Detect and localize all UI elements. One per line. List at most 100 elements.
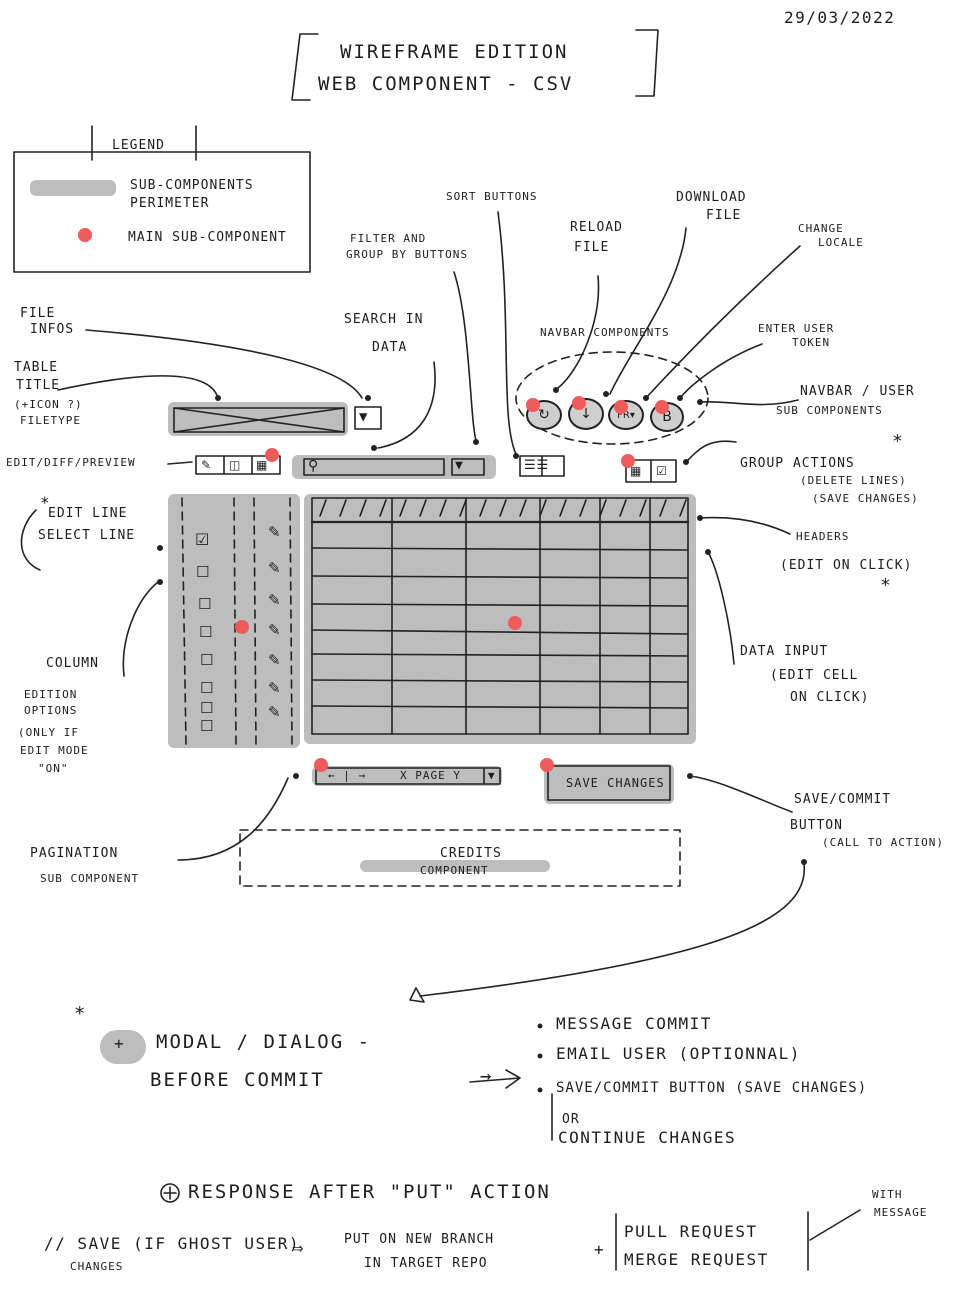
label-save-2: BUTTON: [790, 818, 843, 833]
checkbox-icon[interactable]: ☐: [200, 699, 215, 717]
note-pr-1: PULL REQUEST: [624, 1222, 758, 1241]
main-marker-edit-mode: [265, 448, 279, 462]
note-modal-plus: +: [114, 1034, 126, 1053]
group-save-icon[interactable]: ☑: [656, 464, 668, 478]
note-save-flow-2: CHANGES: [70, 1260, 124, 1273]
search-icon: ⚲: [308, 458, 320, 474]
checkbox-icon[interactable]: ☐: [196, 563, 211, 581]
dropdown-icon[interactable]: ▼: [359, 409, 369, 425]
pagination-arrows[interactable]: ← | →: [328, 769, 367, 782]
label-asterisk-group: *: [892, 431, 904, 452]
note-bullet-1: MESSAGE COMMIT: [556, 1014, 712, 1033]
save-changes-button[interactable]: SAVE CHANGES: [566, 776, 665, 790]
label-save-3: (CALL TO ACTION): [822, 836, 944, 849]
perimeter-credits: [360, 860, 550, 872]
edit-icon[interactable]: ✎: [201, 458, 213, 472]
label-search-1: SEARCH IN: [344, 312, 424, 327]
label-asterisk-headers: *: [880, 575, 892, 596]
label-select-line: SELECT LINE: [38, 528, 136, 543]
label-credits-2: COMPONENT: [420, 864, 489, 877]
note-plus: +: [594, 1240, 606, 1259]
token-letter: B: [662, 409, 672, 425]
checkbox-icon[interactable]: ☐: [198, 595, 213, 613]
perimeter-data-table: [304, 494, 696, 744]
label-search-2: DATA: [372, 340, 408, 355]
main-marker-edit-options: [235, 620, 249, 634]
label-navbar-user-2: SUB COMPONENTS: [776, 404, 883, 417]
note-with-1: WITH: [872, 1188, 903, 1201]
perimeter-save: [544, 764, 674, 804]
label-save-1: SAVE/COMMIT: [794, 792, 892, 807]
label-data-1: DATA INPUT: [740, 644, 829, 659]
label-group-2: (DELETE LINES): [800, 474, 907, 487]
pencil-icon[interactable]: ✎: [268, 523, 282, 541]
title-line-2: WEB COMPONENT - CSV: [318, 73, 574, 95]
note-modal-2: BEFORE COMMIT: [150, 1069, 325, 1091]
label-locale-1: CHANGE: [798, 222, 844, 235]
label-table-title-4: FILETYPE: [20, 414, 81, 427]
label-file-infos-2: INFOS: [30, 322, 75, 337]
note-double-arrow: ⇒: [292, 1237, 306, 1259]
note-or: OR: [562, 1112, 580, 1127]
label-edit-diff-preview: EDIT/DIFF/PREVIEW: [6, 456, 136, 469]
note-response: RESPONSE AFTER "PUT" ACTION: [188, 1181, 551, 1203]
pagination-page: X PAGE Y: [400, 769, 461, 782]
pencil-icon[interactable]: ✎: [268, 679, 282, 697]
label-edit-line: EDIT LINE: [48, 506, 128, 521]
label-download-2: FILE: [706, 208, 742, 223]
filter-icon[interactable]: ▼: [455, 458, 464, 473]
note-with-2: MESSAGE: [874, 1206, 928, 1219]
legend-perimeter-label-2: PERIMETER: [130, 196, 210, 211]
perimeter-edit-options: [168, 494, 300, 748]
main-marker-locale: [614, 400, 628, 414]
checkbox-icon[interactable]: ☐: [200, 651, 215, 669]
main-marker-token: [655, 400, 669, 414]
label-navbar-components: NAVBAR COMPONENTS: [540, 326, 670, 339]
pencil-icon[interactable]: ✎: [268, 621, 282, 639]
checkbox-icon[interactable]: ☐: [200, 679, 215, 697]
checkbox-icon[interactable]: ☑: [195, 530, 211, 549]
label-group-3: (SAVE CHANGES): [812, 492, 919, 505]
diff-icon[interactable]: ◫: [229, 458, 242, 472]
label-pagination-1: PAGINATION: [30, 846, 119, 861]
note-branch-1: PUT ON NEW BRANCH: [344, 1232, 495, 1247]
checkbox-icon[interactable]: ☐: [200, 717, 215, 735]
note-save-flow-1: // SAVE (IF GHOST USER): [44, 1234, 301, 1253]
label-headers-1: HEADERS: [796, 530, 850, 543]
main-marker-legend: [78, 228, 92, 242]
reload-icon[interactable]: ↻: [526, 400, 562, 430]
label-reload-1: RELOAD: [570, 220, 623, 235]
note-pr-2: MERGE REQUEST: [624, 1250, 769, 1269]
label-table-title-3: (+ICON ?): [14, 398, 83, 411]
label-column-5: EDIT MODE: [20, 744, 89, 757]
checkbox-icon[interactable]: ☐: [199, 623, 214, 641]
pencil-icon[interactable]: ✎: [268, 559, 282, 577]
pencil-icon[interactable]: ✎: [268, 591, 282, 609]
label-asterisk-edit: *: [40, 493, 51, 512]
sketch-date: 29/03/2022: [784, 8, 896, 27]
label-column-1: COLUMN: [46, 656, 99, 671]
pencil-icon[interactable]: ✎: [268, 651, 282, 669]
label-reload-2: FILE: [574, 240, 610, 255]
label-column-6: "ON": [38, 762, 69, 775]
label-locale-2: LOCALE: [818, 236, 864, 249]
preview-icon[interactable]: ▦: [256, 458, 269, 472]
locale-text: FR▾: [617, 409, 635, 421]
label-data-2: (EDIT CELL: [770, 668, 859, 683]
label-table-title-2: TITLE: [16, 378, 61, 393]
note-modal-1: MODAL / DIALOG -: [156, 1031, 372, 1053]
label-navbar-user-1: NAVBAR / USER: [800, 384, 915, 399]
label-pagination-2: SUB COMPONENT: [40, 872, 140, 885]
pencil-icon[interactable]: ✎: [268, 703, 282, 721]
pagination-dropdown-icon[interactable]: ▼: [488, 769, 496, 782]
label-sort: SORT BUTTONS: [446, 190, 538, 203]
main-marker-data: [508, 616, 522, 630]
label-column-3: OPTIONS: [24, 704, 78, 717]
group-delete-icon[interactable]: ▦: [630, 464, 643, 478]
label-token-1: ENTER USER: [758, 322, 835, 335]
sort-icon[interactable]: ☰☰: [524, 458, 550, 473]
legend-perimeter-label-1: SUB-COMPONENTS: [130, 178, 254, 193]
note-asterisk: *: [74, 1003, 88, 1025]
legend-title: LEGEND: [112, 138, 165, 153]
